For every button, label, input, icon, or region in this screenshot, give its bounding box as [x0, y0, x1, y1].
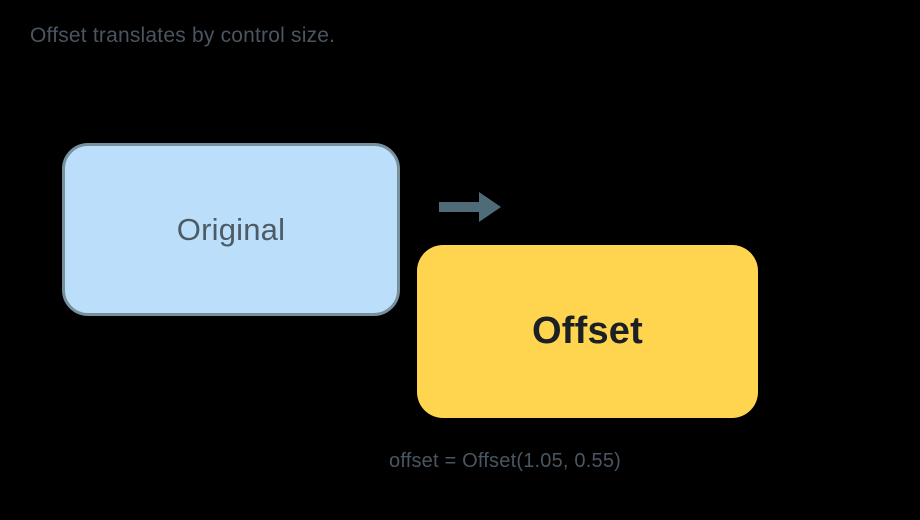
translation-arrow-icon: [437, 189, 503, 225]
original-control-label: Original: [176, 211, 286, 247]
offset-control-label: Offset: [532, 310, 643, 352]
offset-code-caption: offset = Offset(1.05, 0.55): [389, 450, 622, 472]
original-control-box: Original: [62, 143, 400, 316]
offset-control-box: Offset: [417, 245, 758, 418]
page-title: Offset translates by control size.: [30, 24, 336, 47]
